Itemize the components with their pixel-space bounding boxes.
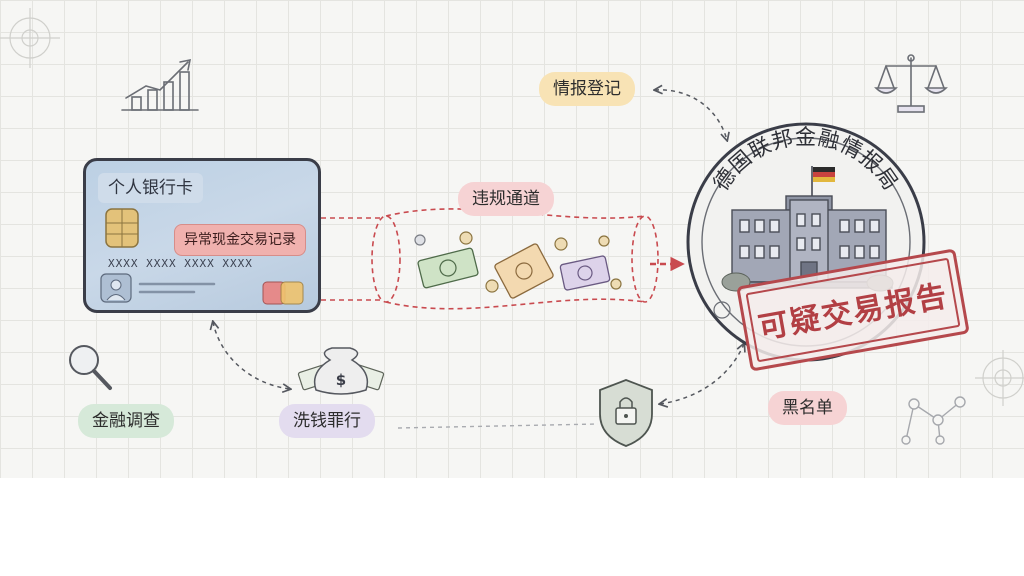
german-flag-icon xyxy=(811,166,835,200)
connector-card-laundering xyxy=(213,322,290,389)
registration-label: 情报登记 xyxy=(539,72,635,106)
card-logo-icon xyxy=(262,281,304,305)
channel-label: 违规通道 xyxy=(458,182,554,216)
banknote-icon xyxy=(417,247,479,289)
investigation-label: 金融调查 xyxy=(78,404,174,438)
connector-shield-agency xyxy=(660,344,744,404)
abnormal-cash-record-tag: 异常现金交易记录 xyxy=(174,224,306,256)
diagram-canvas: $ 德国联邦金融情报局 xyxy=(0,0,1024,478)
card-chip-icon xyxy=(105,208,139,248)
connector-registration-agency xyxy=(655,90,727,140)
cardholder-avatar-icon xyxy=(100,273,132,303)
laundering-label: 洗钱罪行 xyxy=(279,404,375,438)
coin-icon xyxy=(414,231,622,293)
scales-of-justice-icon xyxy=(874,54,948,113)
shield-lock-icon xyxy=(599,379,653,447)
card-title: 个人银行卡 xyxy=(98,173,203,203)
money-bag-icon: $ xyxy=(297,347,385,395)
banknote-icon xyxy=(494,243,554,299)
corner-target-top-left xyxy=(0,8,60,68)
svg-text:$: $ xyxy=(336,371,346,389)
network-nodes-icon xyxy=(901,396,966,445)
card-number: XXXX XXXX XXXX XXXX xyxy=(108,257,253,270)
credit-card-icon: 个人银行卡 异常现金交易记录 XXXX XXXX XXXX XXXX xyxy=(83,158,321,313)
corner-target-right xyxy=(975,350,1024,406)
blacklist-label: 黑名单 xyxy=(768,391,847,425)
rising-bar-chart-icon xyxy=(121,58,199,111)
magnifier-icon xyxy=(69,345,112,390)
connector-laundering-shield xyxy=(397,423,599,429)
banknote-icon xyxy=(559,255,611,291)
card-signature-lines xyxy=(138,282,216,294)
tunnel-icon xyxy=(321,208,659,310)
